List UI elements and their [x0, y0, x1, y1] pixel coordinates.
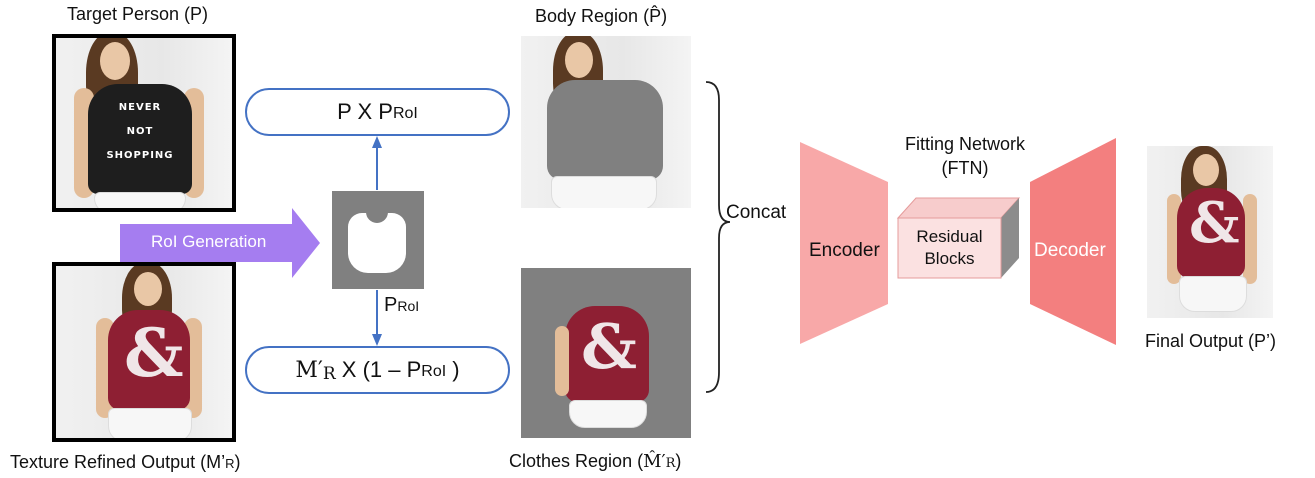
- shirt-text-line-1: NEVER: [118, 102, 162, 113]
- target-person-image: NEVER NOT SHOPPING: [52, 34, 236, 212]
- final-output-caption: Final Output (P’): [1145, 331, 1277, 351]
- body-region-image: [521, 36, 691, 208]
- red-shirt: &: [108, 310, 190, 410]
- proi-label: PRoI: [384, 294, 419, 317]
- texture-refined-sub: R: [225, 456, 235, 471]
- mask-neck-cut: [366, 209, 388, 223]
- body-gray-mask: [547, 80, 663, 180]
- residual-block-front: [897, 217, 1002, 279]
- mask-to-bottom-pill-arrowhead: [372, 334, 382, 346]
- shirt-text-line-3: SHOPPING: [106, 150, 174, 161]
- red-shirt: &: [565, 306, 649, 402]
- concat-brace: [705, 81, 731, 393]
- bottom-pill-close: ): [446, 357, 460, 382]
- white-shorts: [108, 408, 192, 438]
- face-shape: [100, 42, 130, 80]
- clothes-region-var: M̂′: [643, 451, 666, 472]
- white-shorts: [94, 192, 186, 208]
- clothes-region-image: &: [521, 268, 691, 438]
- clothes-region-prefix: Clothes Region (: [509, 451, 644, 471]
- body-region-caption: Body Region (P̂): [535, 6, 668, 26]
- face-shape: [134, 272, 162, 306]
- bottom-pill-var: M′: [295, 357, 323, 383]
- clothes-region-close: ): [675, 451, 682, 471]
- roi-mask-image: [332, 191, 424, 289]
- left-arm: [555, 326, 569, 396]
- roi-generation-arrow: [120, 208, 320, 278]
- face-shape: [1193, 154, 1219, 186]
- roi-generation-label: RoI Generation: [151, 232, 267, 251]
- white-shorts: [569, 400, 647, 428]
- face-shape: [565, 42, 593, 78]
- top-pill-main: P X P: [337, 99, 393, 124]
- decoder-trapezoid: [1030, 138, 1116, 345]
- ampersand-print: &: [581, 310, 637, 383]
- ampersand-print: &: [124, 314, 184, 392]
- residual-line-1: Residual: [916, 227, 983, 246]
- decoder-label: Decoder: [1034, 240, 1106, 261]
- mask-silhouette: [348, 213, 406, 273]
- texture-refined-close: ): [234, 452, 241, 472]
- encoder-label: Encoder: [809, 240, 880, 261]
- shirt-text-line-2: NOT: [126, 126, 154, 137]
- texture-refined-caption: Texture Refined Output (M’R): [10, 452, 241, 473]
- mask-to-top-pill-arrowhead: [372, 136, 382, 148]
- fitting-network-label: Fitting Network: [904, 134, 1026, 154]
- bottom-pill-mid: X (1 – P: [335, 357, 422, 382]
- ampersand-print: &: [1189, 190, 1240, 256]
- final-output-image: &: [1147, 146, 1273, 318]
- residual-blocks-label: Residual Blocks: [898, 226, 1001, 270]
- right-arm: [1243, 194, 1257, 284]
- clothes-region-sub: R: [665, 456, 676, 471]
- fitting-network-caption: Fitting Network (FTN): [880, 134, 1050, 179]
- red-shirt: &: [1177, 188, 1245, 278]
- clothes-region-caption: Clothes Region (M̂′R): [509, 451, 681, 472]
- black-shirt: NEVER NOT SHOPPING: [88, 84, 192, 194]
- white-shorts: [551, 176, 657, 208]
- residual-block-top: [896, 197, 1021, 219]
- texture-refined-text: Texture Refined Output (M’: [10, 452, 226, 472]
- residual-line-2: Blocks: [924, 249, 975, 268]
- white-shorts: [1179, 276, 1247, 312]
- concat-label: Concat: [726, 202, 787, 223]
- proi-sub: RoI: [397, 298, 420, 314]
- top-pill-sub: RoI: [392, 105, 418, 122]
- bottom-pill-sub: RoI: [421, 363, 447, 380]
- bottom-pill-var-sub: R: [322, 364, 336, 384]
- encoder-trapezoid: [800, 142, 888, 344]
- ftn-label: (FTN): [941, 158, 989, 178]
- target-person-caption: Target Person (P): [67, 4, 209, 24]
- texture-refined-image: &: [52, 262, 236, 442]
- proi-main: P: [384, 294, 398, 316]
- residual-block-side: [1001, 198, 1019, 278]
